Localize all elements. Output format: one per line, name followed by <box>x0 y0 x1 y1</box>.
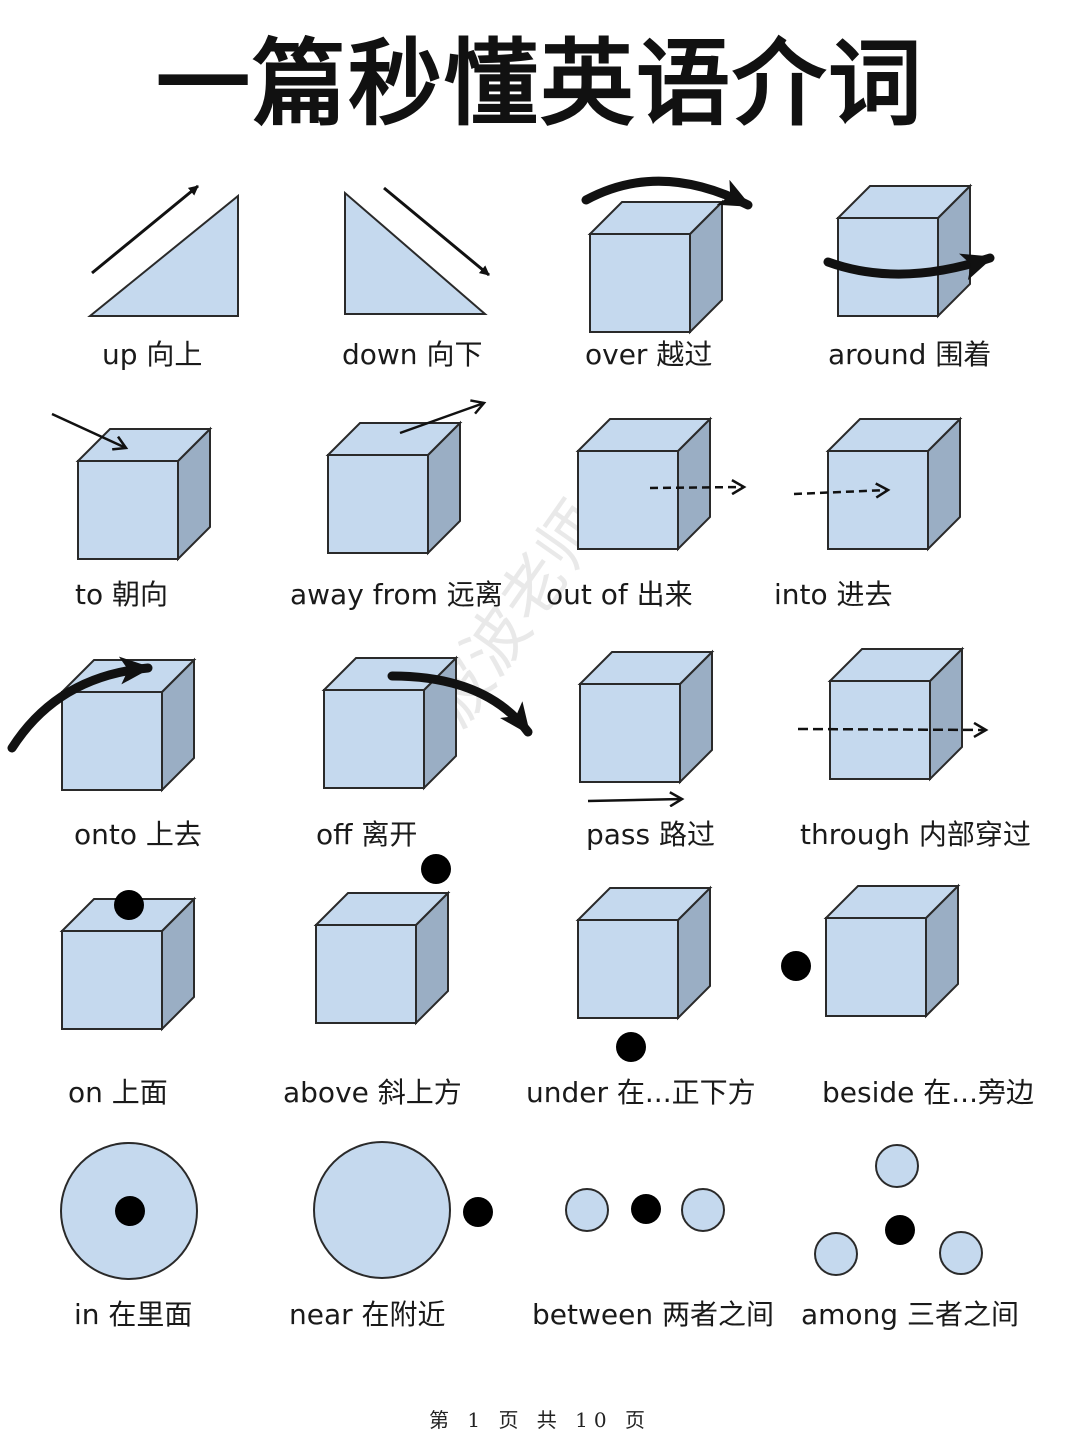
label-to: to 朝向 <box>75 578 169 611</box>
off-arrow <box>387 671 533 737</box>
label-on: on 上面 <box>68 1076 168 1109</box>
ball <box>421 854 451 884</box>
small-circle <box>939 1231 983 1275</box>
off-figure <box>321 655 533 791</box>
label-around: around 围着 <box>828 338 992 371</box>
page-title: 一篇秒懂英语介词 <box>155 30 924 139</box>
cube <box>823 883 961 1019</box>
into-arrow <box>793 490 888 494</box>
ball <box>631 1194 661 1224</box>
near-figure <box>313 1141 493 1279</box>
label-up: up 向上 <box>102 338 203 371</box>
label-near: near 在附近 <box>289 1298 446 1331</box>
cube <box>577 649 715 785</box>
ball <box>781 951 811 981</box>
away-from-figure <box>325 403 484 556</box>
label-among: among 三者之间 <box>801 1298 1019 1331</box>
ramp-down-shape <box>344 190 488 315</box>
label-above: above 斜上方 <box>283 1076 462 1109</box>
cube <box>575 885 713 1021</box>
cube <box>75 426 213 562</box>
small-circle <box>681 1188 725 1232</box>
label-down: down 向下 <box>342 338 483 371</box>
among-figure <box>814 1144 983 1276</box>
to-figure <box>51 412 213 562</box>
cube <box>313 890 451 1026</box>
label-in: in 在里面 <box>74 1298 193 1331</box>
ball <box>463 1197 493 1227</box>
up-arrow <box>91 184 199 275</box>
label-through: through 内部穿过 <box>800 818 1031 851</box>
onto-arrow <box>7 656 153 753</box>
over-figure <box>581 176 753 335</box>
around-arrow <box>823 253 995 281</box>
label-out-of: out of 出来 <box>546 578 693 611</box>
cube <box>827 646 965 782</box>
label-over: over 越过 <box>585 338 713 371</box>
ball <box>885 1215 915 1245</box>
cube <box>59 896 197 1032</box>
up-figure <box>87 184 239 317</box>
ball <box>115 1196 145 1226</box>
label-pass: pass 路过 <box>586 818 716 851</box>
pass-figure <box>577 649 715 801</box>
through-arrow <box>797 729 986 730</box>
cube <box>575 416 713 552</box>
label-beside: beside 在...旁边 <box>822 1076 1034 1109</box>
label-onto: onto 上去 <box>74 818 202 851</box>
label-away-from: away from 远离 <box>290 578 503 611</box>
beside-figure <box>781 883 961 1019</box>
into-figure <box>793 416 963 552</box>
down-arrow <box>383 186 490 277</box>
around-figure <box>823 183 995 319</box>
to-arrow <box>51 412 126 448</box>
ramp-up-shape <box>87 193 239 317</box>
out-of-figure <box>575 416 744 552</box>
onto-figure <box>7 656 197 793</box>
through-figure <box>797 646 986 782</box>
in-figure <box>60 1142 198 1280</box>
ball <box>114 890 144 920</box>
under-figure <box>575 885 713 1062</box>
cube <box>325 420 463 556</box>
between-figure <box>565 1188 725 1232</box>
down-figure <box>344 186 490 315</box>
over-arrow <box>581 176 753 210</box>
label-between: between 两者之间 <box>532 1298 774 1331</box>
ball <box>616 1032 646 1062</box>
small-circle <box>814 1232 858 1276</box>
cube <box>835 183 973 319</box>
away-from-arrow <box>399 403 484 435</box>
small-circle <box>565 1188 609 1232</box>
big-circle <box>313 1141 451 1279</box>
small-circle <box>875 1144 919 1188</box>
on-figure <box>59 890 197 1032</box>
pass-arrow <box>587 799 682 801</box>
cube <box>587 199 725 335</box>
label-under: under 在...正下方 <box>526 1076 756 1109</box>
cube <box>59 657 197 793</box>
label-into: into 进去 <box>774 578 893 611</box>
cube <box>825 416 963 552</box>
out-of-arrow <box>649 487 744 488</box>
above-figure <box>313 854 451 1026</box>
label-off: off 离开 <box>316 818 418 851</box>
page-footer: 第 1 页 共 10 页 <box>429 1408 651 1432</box>
